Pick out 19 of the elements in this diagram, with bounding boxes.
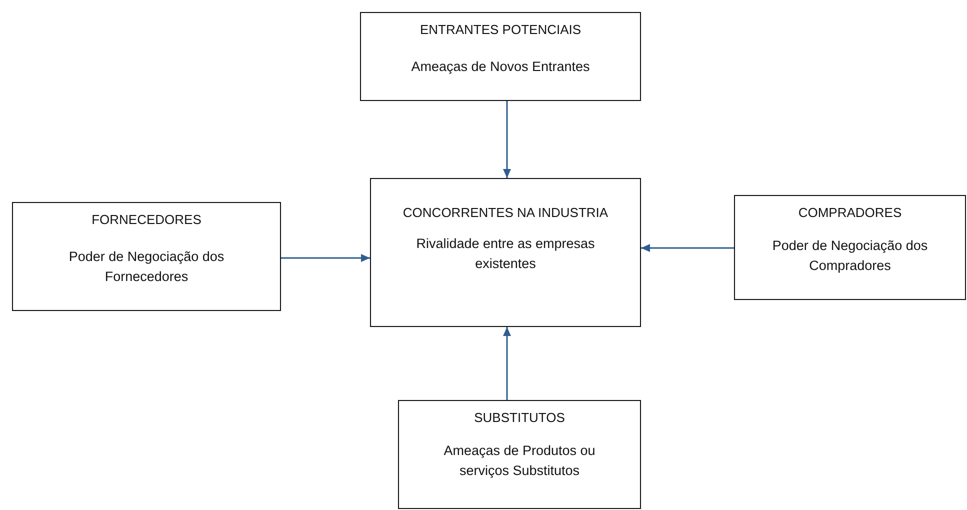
box-heading: SUBSTITUTOS bbox=[474, 410, 565, 425]
box-description: Rivalidade entre as empresas existentes bbox=[415, 235, 596, 273]
force-box bbox=[734, 195, 966, 300]
force-box bbox=[360, 12, 641, 101]
box-heading: COMPRADORES bbox=[798, 205, 902, 220]
force-box bbox=[398, 400, 641, 509]
box-description: Poder de Negociação dos Fornecedores bbox=[68, 248, 226, 286]
box-heading: ENTRANTES POTENCIAIS bbox=[420, 22, 582, 37]
arrow bbox=[503, 327, 511, 400]
box-description: Ameaças de Produtos ou serviços Substitutos bbox=[442, 442, 596, 480]
force-box bbox=[370, 178, 641, 327]
force-box bbox=[12, 202, 281, 311]
box-heading: CONCORRENTES NA INDUSTRIA bbox=[402, 205, 608, 220]
arrow bbox=[641, 244, 734, 252]
box-description: Poder de Negociação dos Compradores bbox=[771, 237, 929, 275]
arrow bbox=[281, 254, 370, 262]
box-description: Ameaças de Novos Entrantes bbox=[411, 58, 590, 76]
box-heading: FORNECEDORES bbox=[92, 212, 202, 227]
arrow bbox=[503, 101, 511, 178]
